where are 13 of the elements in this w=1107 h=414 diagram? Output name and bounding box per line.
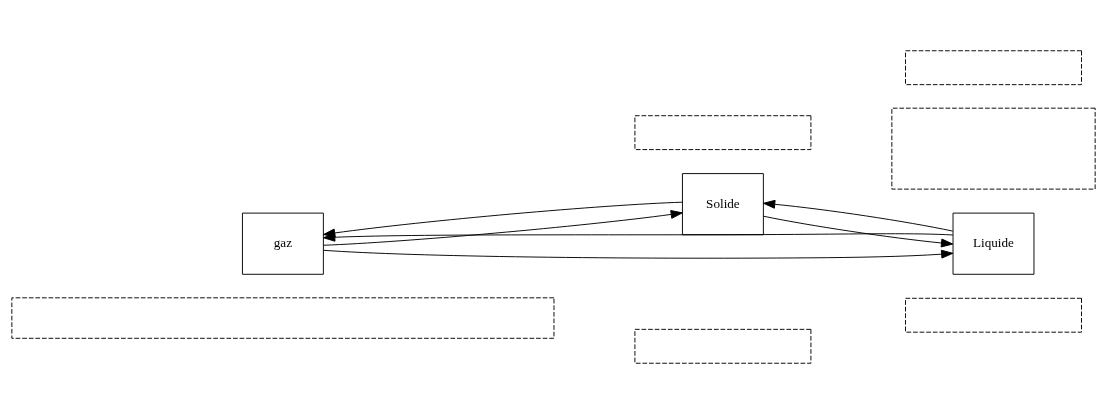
arrow bbox=[323, 249, 954, 259]
arrow bbox=[763, 215, 954, 248]
arrow bbox=[323, 232, 954, 242]
node-box: gaz bbox=[241, 212, 324, 275]
arrow bbox=[763, 199, 954, 232]
node-box bbox=[905, 297, 1082, 333]
node-box bbox=[905, 50, 1082, 86]
node-box: Liquide bbox=[952, 212, 1035, 275]
node-box bbox=[891, 107, 1096, 190]
node-box bbox=[11, 297, 555, 339]
node-box: Solide bbox=[681, 173, 764, 236]
node-box bbox=[634, 115, 812, 151]
node-box bbox=[634, 328, 812, 364]
